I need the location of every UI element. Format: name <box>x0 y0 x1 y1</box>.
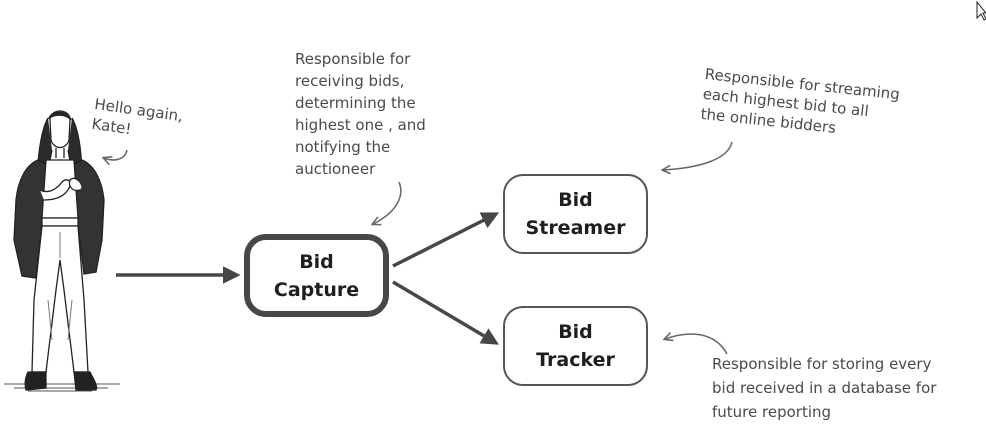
pointer-tracker-note <box>665 334 728 355</box>
pointer-streamer-note <box>663 141 733 170</box>
capture-note: Responsible for receiving bids, determin… <box>295 50 426 178</box>
pointer-capture-note <box>373 181 402 224</box>
tracker-note: Responsible for storing every bid receiv… <box>712 355 937 421</box>
pointer-greeting <box>104 149 128 160</box>
bid-streamer-node: Bid Streamer <box>503 174 648 254</box>
bid-tracker-node: Bid Tracker <box>503 306 648 386</box>
bid-capture-node: Bid Capture <box>244 234 389 317</box>
arrow-capture-to-tracker <box>392 280 500 345</box>
arrow-capture-to-streamer <box>392 212 500 268</box>
